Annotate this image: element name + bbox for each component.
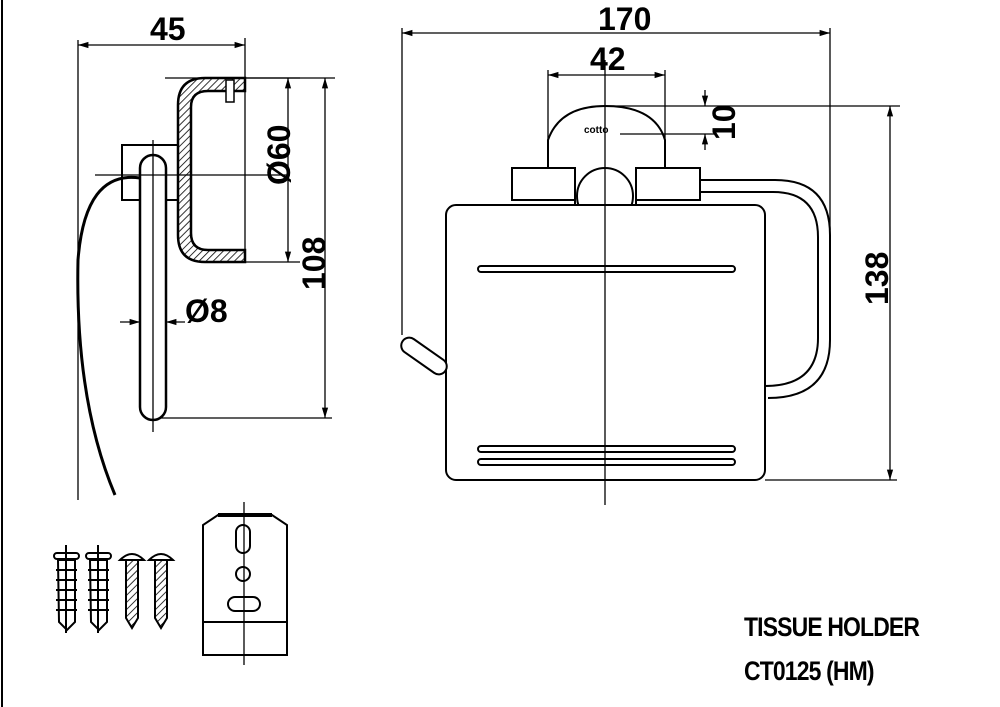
wall-mount-dome bbox=[547, 104, 666, 168]
model-number: CT0125 (HM) bbox=[744, 656, 874, 686]
wall-plug bbox=[85, 545, 112, 633]
roll-arm-inner bbox=[700, 191, 819, 387]
drawing-title: TISSUE HOLDER bbox=[744, 612, 920, 642]
dim-label-170: 170 bbox=[598, 1, 651, 37]
roll-section-hatched bbox=[176, 76, 247, 264]
top-bar bbox=[511, 167, 701, 201]
screws bbox=[53, 545, 176, 633]
screw bbox=[146, 553, 176, 630]
side-view: 45 Ø60 108 Ø8 bbox=[76, 11, 335, 500]
brand-logo: cotto bbox=[584, 125, 608, 136]
screw bbox=[117, 553, 147, 630]
dim-label-8: Ø8 bbox=[185, 293, 228, 329]
dim-label-45: 45 bbox=[150, 11, 186, 47]
lever bbox=[400, 336, 448, 376]
wall-plug bbox=[53, 545, 80, 633]
front-view: 170 42 10 138 cotto bbox=[400, 1, 900, 505]
mounting-bracket bbox=[202, 502, 288, 665]
dim-label-138: 138 bbox=[859, 252, 895, 305]
dim-label-108: 108 bbox=[296, 237, 332, 290]
roll-arm-outer bbox=[700, 179, 831, 399]
dim-label-42: 42 bbox=[590, 41, 626, 77]
swing-arc bbox=[76, 175, 141, 496]
dim-label-10: 10 bbox=[706, 104, 742, 140]
dim-label-60: Ø60 bbox=[261, 125, 297, 185]
